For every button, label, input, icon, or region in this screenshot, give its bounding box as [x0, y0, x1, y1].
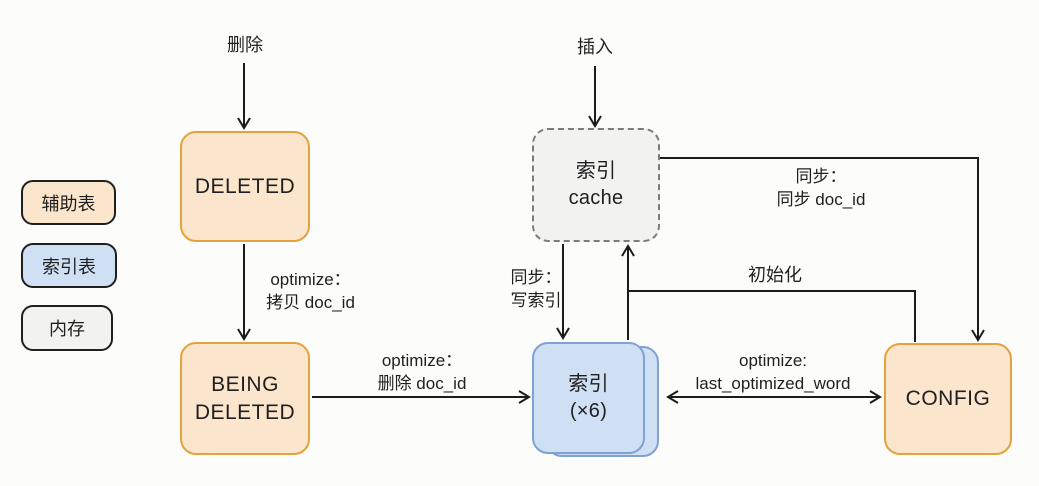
edge-label-optimize-copy-doc-id: optimize： 拷贝 doc_id [248, 268, 373, 314]
event-label-delete: 删除 [227, 35, 263, 55]
node-label-line2: (×6) [569, 400, 608, 422]
node-config: CONFIG [884, 343, 1012, 455]
node-label: CONFIG [905, 387, 991, 410]
legend-item-index-table: 索引表 [21, 243, 117, 288]
legend-label: 内存 [49, 319, 85, 339]
node-label-line1: 索引 [568, 373, 609, 395]
edge-label-line1: optimize: [738, 351, 808, 370]
edge-label-line2: 删除 doc_id [377, 374, 467, 393]
edge-label-line1: 同步： [795, 167, 847, 186]
edge-label-initialize: 初始化 [748, 265, 802, 285]
line-config-initialize-branch [628, 290, 916, 342]
edge-label-line1: optimize： [270, 270, 351, 289]
edge-label-optimize-last-optimized-word: optimize: last_optimized_word [688, 349, 858, 395]
edge-label-line1: optimize： [381, 351, 463, 370]
legend-label: 索引表 [42, 256, 96, 277]
edge-label-line2: 拷贝 doc_id [266, 293, 355, 312]
edge-label-sync-doc-id: 同步： 同步 doc_id [762, 165, 880, 211]
node-index-cache: 索引 cache [532, 128, 660, 242]
node-deleted: DELETED [180, 131, 310, 242]
node-index-shards: 索引 (×6) [532, 342, 645, 454]
legend-item-memory: 内存 [21, 305, 113, 351]
edge-label-line1: 同步： [510, 268, 562, 287]
edge-label-line2: last_optimized_word [695, 374, 851, 393]
arrow-index-cache-to-config-sync [660, 157, 985, 342]
edge-label-line2: 写索引 [510, 291, 562, 310]
edge-label-sync-write-index: 同步： 写索引 [494, 266, 578, 312]
node-label-line2: DELETED [194, 400, 296, 424]
event-label-insert: 插入 [577, 37, 613, 57]
legend-item-auxiliary-table: 辅助表 [21, 180, 116, 225]
node-being-deleted: BEING DELETED [180, 342, 310, 455]
edge-label-line2: 同步 doc_id [776, 190, 866, 209]
node-label-line2: cache [568, 187, 624, 209]
node-label-line1: BEING [211, 372, 279, 396]
edge-label-optimize-delete-doc-id: optimize： 删除 doc_id [358, 349, 486, 395]
node-label: DELETED [194, 174, 296, 198]
legend-label: 辅助表 [41, 193, 96, 214]
node-label-line1: 索引 [575, 160, 617, 182]
